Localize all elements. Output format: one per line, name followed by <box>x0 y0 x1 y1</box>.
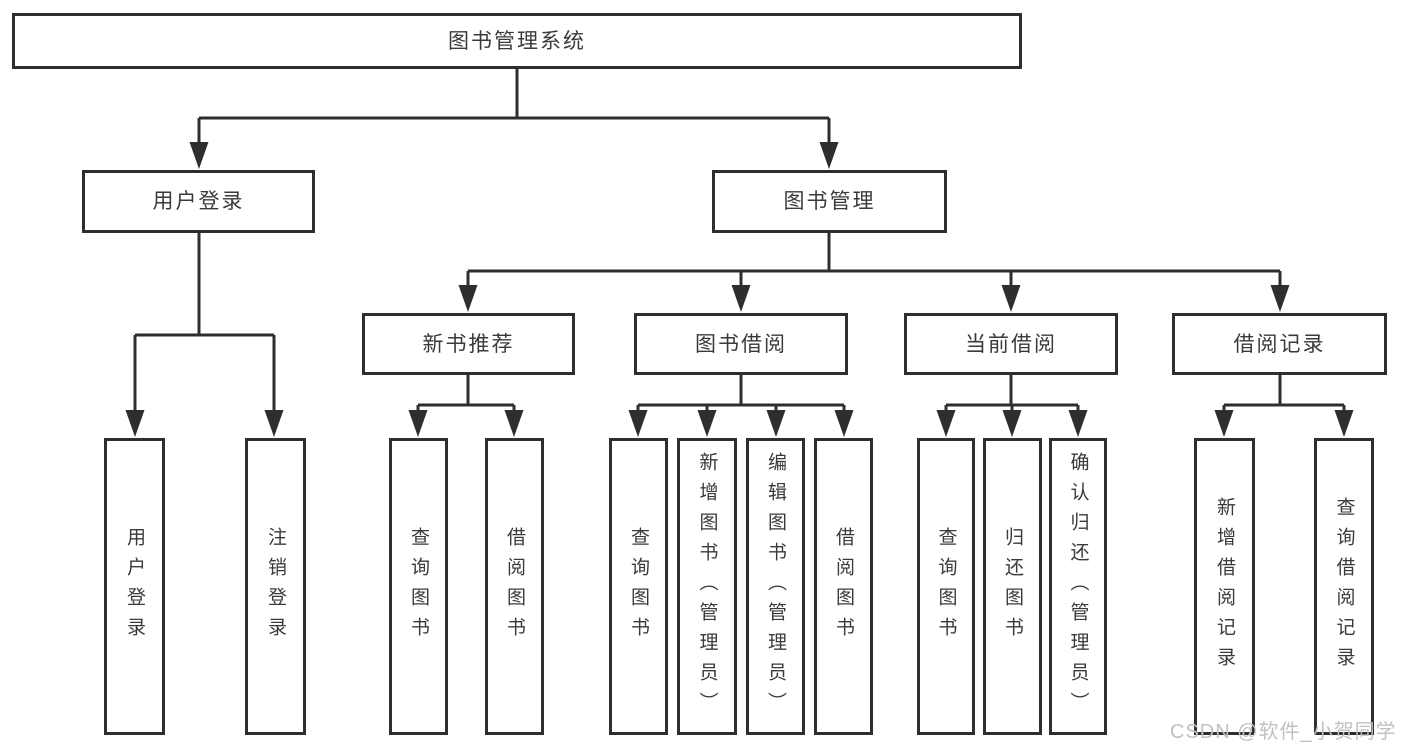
arrowhead-icon <box>264 410 284 437</box>
arrowhead-icon <box>628 410 648 437</box>
arrowhead-icon <box>834 410 854 437</box>
connector-root <box>197 69 831 149</box>
node-leaf-return-book: 归还图书 <box>983 438 1042 735</box>
arrowhead-icon <box>1001 285 1021 312</box>
arrowhead-icon <box>458 285 478 312</box>
arrowhead-icon <box>125 410 145 437</box>
arrowhead-icon <box>1214 410 1234 437</box>
arrowhead-icon <box>936 410 956 437</box>
node-leaf-query-book-b: 查询图书 <box>609 438 668 735</box>
node-leaf-logout: 注销登录 <box>245 438 306 735</box>
node-leaf-user-login: 用户登录 <box>104 438 165 735</box>
node-borrowing-records: 借阅记录 <box>1172 313 1387 375</box>
arrowhead-icon <box>731 285 751 312</box>
node-leaf-borrow-book-b: 借阅图书 <box>814 438 873 735</box>
node-user-login: 用户登录 <box>82 170 315 233</box>
node-book-borrowing: 图书借阅 <box>634 313 848 375</box>
arrowhead-icon <box>1068 410 1088 437</box>
node-leaf-edit-book-admin: 编辑图书（管理员） <box>746 438 805 735</box>
watermark-text: CSDN @软件_小贺同学 <box>1170 721 1397 743</box>
arrowhead-icon <box>697 410 717 437</box>
arrowhead-icon <box>1334 410 1354 437</box>
arrowhead-icon <box>189 142 209 169</box>
node-leaf-borrow-book-a: 借阅图书 <box>485 438 544 735</box>
connector-book-management <box>466 233 1282 292</box>
arrowhead-icon <box>504 410 524 437</box>
connector-borrowing-records <box>1222 375 1346 417</box>
node-current-borrowing: 当前借阅 <box>904 313 1118 375</box>
node-new-book-recommend: 新书推荐 <box>362 313 575 375</box>
arrowhead-icon <box>819 142 839 169</box>
arrowhead-icon <box>408 410 428 437</box>
node-leaf-confirm-return-admin: 确认归还（管理员） <box>1049 438 1107 735</box>
arrowhead-icon <box>766 410 786 437</box>
arrowhead-icon <box>1002 410 1022 437</box>
node-leaf-query-book-a: 查询图书 <box>389 438 448 735</box>
connector-new-book-recommend <box>416 375 516 417</box>
node-leaf-query-book-c: 查询图书 <box>917 438 975 735</box>
node-book-management: 图书管理 <box>712 170 947 233</box>
arrowhead-icon <box>1270 285 1290 312</box>
connector-user-login <box>133 233 276 417</box>
node-leaf-add-borrow-record: 新增借阅记录 <box>1194 438 1255 735</box>
node-leaf-add-book-admin: 新增图书（管理员） <box>677 438 737 735</box>
node-leaf-query-borrow-record: 查询借阅记录 <box>1314 438 1374 735</box>
node-root: 图书管理系统 <box>12 13 1022 69</box>
